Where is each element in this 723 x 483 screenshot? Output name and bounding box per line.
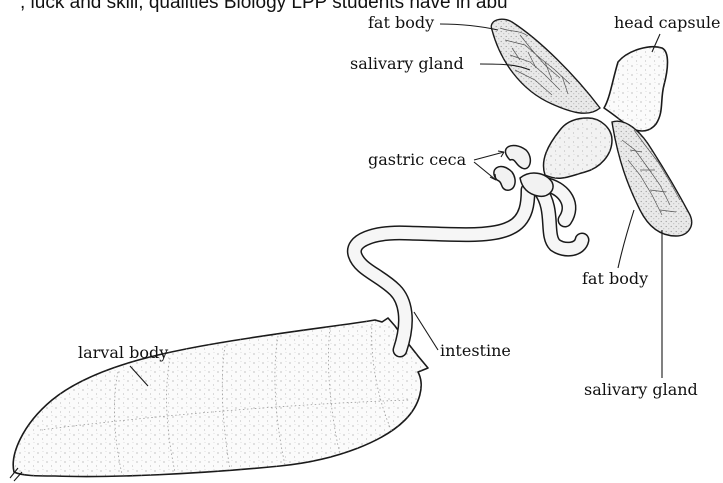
label-head-capsule: head capsule [614, 13, 720, 32]
arrowhead-gastric-ceca-1 [498, 151, 504, 157]
foregut-drawing [543, 118, 612, 178]
salivary-gland-top-drawing [491, 19, 600, 113]
leader-intestine [414, 312, 438, 350]
label-fat-body-top: fat body [368, 13, 434, 32]
larval-body-drawing [10, 318, 428, 481]
label-gastric-ceca: gastric ceca [368, 150, 467, 169]
label-fat-body-right: fat body [582, 269, 648, 288]
label-salivary-gland-bottom: salivary gland [584, 380, 698, 399]
leader-fat-body-top [440, 24, 498, 30]
label-salivary-gland-top: salivary gland [350, 54, 464, 73]
cut-off-caption: , luck and skill, qualities Biology LPP … [20, 0, 508, 13]
label-larval-body: larval body [78, 343, 168, 362]
leader-fat-body-right [618, 210, 634, 268]
salivary-gland-right-drawing [612, 121, 692, 236]
head-capsule-drawing [604, 47, 668, 131]
label-intestine: intestine [440, 341, 511, 360]
